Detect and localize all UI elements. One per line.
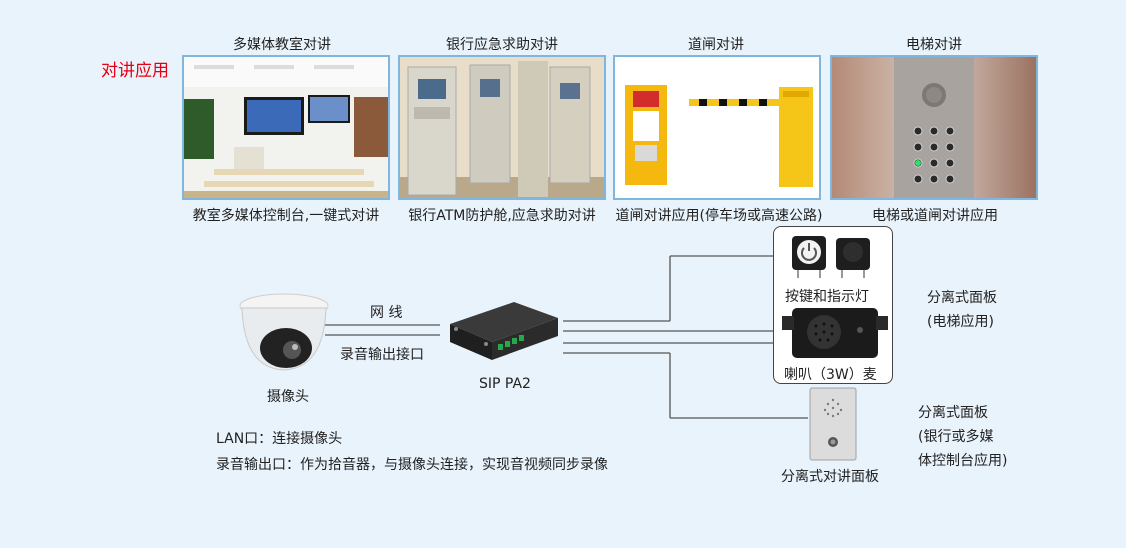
app-title-classroom: 多媒体教室对讲 — [233, 37, 331, 53]
app-title-bank: 银行应急求助对讲 — [446, 37, 558, 53]
section-label: 对讲应用 — [101, 61, 169, 81]
push-button-icon — [784, 232, 880, 282]
atm-photo — [398, 55, 606, 200]
app-caption-barrier: 道闸对讲应用(停车场或高速公路) — [615, 208, 823, 224]
app-title-elevator: 电梯对讲 — [906, 37, 962, 53]
speaker-label: 喇叭（3W）麦 — [784, 367, 877, 383]
classroom-photo — [182, 55, 390, 200]
dome-camera-icon — [234, 290, 334, 380]
lower-panel-label: 分离式面板 — [918, 405, 988, 421]
lower-panel-note-1: (银行或多媒 — [918, 429, 994, 445]
intercom-panel-label: 分离式对讲面板 — [781, 469, 879, 485]
app-caption-elevator: 电梯或道闸对讲应用 — [872, 208, 998, 224]
split-panel-note: (电梯应用) — [927, 314, 994, 330]
camera-label: 摄像头 — [267, 389, 309, 405]
network-cable-label: 网 线 — [370, 305, 403, 321]
audio-out-label: 录音输出接口 — [340, 347, 424, 363]
elevator-panel-photo — [830, 55, 1038, 200]
lower-panel-note-2: 体控制台应用) — [918, 453, 1008, 469]
speaker-icon — [780, 306, 890, 358]
sip-pa2-device-icon — [442, 296, 564, 366]
buttons-label: 按键和指示灯 — [785, 289, 869, 305]
lan-note: LAN口：连接摄像头 — [216, 431, 343, 447]
split-panel-label: 分离式面板 — [927, 290, 997, 306]
intercom-panel-icon — [808, 386, 858, 462]
barrier-gate-photo — [613, 55, 821, 200]
device-label: SIP PA2 — [479, 376, 531, 392]
app-caption-bank: 银行ATM防护舱,应急求助对讲 — [408, 208, 596, 224]
app-title-barrier: 道闸对讲 — [688, 37, 744, 53]
audio-note: 录音输出口：作为拾音器，与摄像头连接，实现音视频同步录像 — [216, 457, 608, 473]
app-caption-classroom: 教室多媒体控制台,一键式对讲 — [192, 208, 380, 224]
